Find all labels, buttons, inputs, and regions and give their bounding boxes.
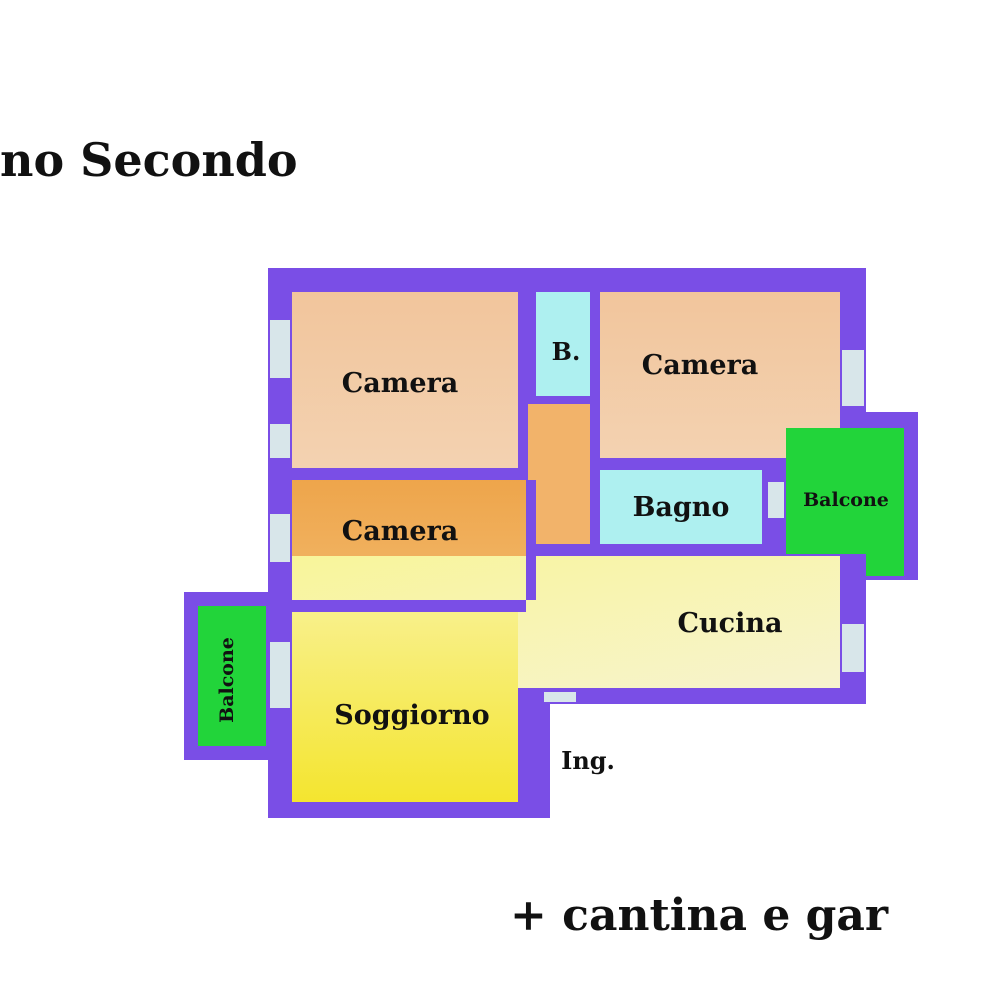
label-camera-top-right: Camera bbox=[642, 350, 758, 381]
wall-living-entrance bbox=[518, 688, 542, 818]
wall-camera-corridor bbox=[526, 480, 536, 600]
window-2 bbox=[270, 424, 290, 458]
room-bagno bbox=[600, 470, 762, 544]
window-6 bbox=[842, 624, 864, 672]
label-soggiorno: Soggiorno bbox=[334, 700, 489, 731]
window-7 bbox=[768, 482, 784, 518]
room-balcone-left bbox=[198, 606, 266, 746]
label-balcone-left: Balcone bbox=[216, 637, 238, 723]
window-4 bbox=[270, 642, 290, 708]
label-cucina: Cucina bbox=[678, 608, 783, 639]
window-5 bbox=[842, 350, 864, 406]
room-bath-small bbox=[536, 292, 590, 396]
floor-title: no Secondo bbox=[0, 133, 298, 187]
wall-bath-camera bbox=[590, 292, 600, 404]
wall-camera-bath bbox=[518, 292, 536, 404]
label-bagno: Bagno bbox=[633, 492, 730, 523]
wall-kitchen-bottom bbox=[542, 688, 840, 704]
windows bbox=[270, 320, 864, 708]
wall-camera-bagno bbox=[590, 458, 766, 470]
label-balcone-right: Balcone bbox=[803, 489, 889, 511]
footer-note: + cantina e gar bbox=[510, 890, 889, 941]
wall-camera-living bbox=[292, 600, 526, 612]
wall-camera-camera bbox=[292, 468, 528, 480]
label-ingresso: Ing. bbox=[561, 746, 615, 775]
label-camera-top-left: Camera bbox=[342, 368, 458, 399]
inner-walls bbox=[292, 292, 840, 818]
room-balcone-right-lower bbox=[866, 428, 904, 576]
window-3 bbox=[270, 514, 290, 562]
entrance-door bbox=[544, 692, 576, 702]
label-camera-mid-left: Camera bbox=[342, 516, 458, 547]
label-bath-small: B. bbox=[552, 337, 581, 366]
room-soggiorno bbox=[292, 612, 518, 802]
room-camera-top-left bbox=[292, 292, 518, 468]
room-corridor bbox=[528, 404, 590, 544]
window-1 bbox=[270, 320, 290, 378]
